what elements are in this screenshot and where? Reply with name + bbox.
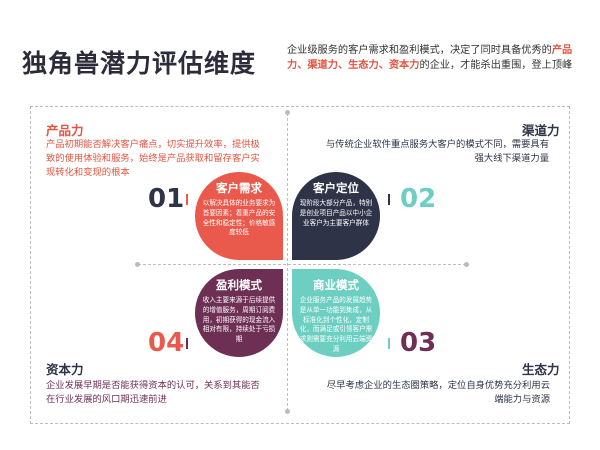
page-title: 独角兽潜力评估维度 xyxy=(22,49,257,78)
petal-profit-model-desc: 收入主要来源于后续提供的增值服务，周期订阅费用，初期获得的现金流入相对有限，持续… xyxy=(202,296,276,344)
corner-title-product: 产品力 xyxy=(46,123,84,138)
petal-customer-positioning: 客户定位 现阶段大部分产品，特别是创业项目产品以中小企业客户为主要客户群体 xyxy=(292,172,380,260)
number-04-bar xyxy=(186,338,188,349)
divider-dot-top xyxy=(285,110,290,115)
petal-customer-positioning-title: 客户定位 xyxy=(313,181,359,195)
intro-sep-2: 、 xyxy=(337,60,349,71)
petal-business-model-desc: 企业服务产品的发展趋势是从单一功能到集成，从标准化到个性化，定制化，而满足或引领… xyxy=(299,296,373,353)
number-02: 02 xyxy=(400,184,437,214)
corner-title-channel: 渠道力 xyxy=(522,123,560,138)
divider-dot-right xyxy=(464,262,469,267)
intro-prefix: 企业级服务的客户需求和盈利模式，决定了同时具备优秀的 xyxy=(287,45,552,56)
corner-desc-capital: 企业发展早期是否能获得资本的认可，关系到其能否在行业发展的风口期迅速前进 xyxy=(46,380,260,405)
petal-customer-positioning-desc: 现阶段大部分产品，特别是创业项目产品以中小企业客户为主要客户群体 xyxy=(299,199,373,227)
horizontal-divider xyxy=(138,264,466,265)
intro-suffix: 的企业，才能杀出重围，登上顶峰 xyxy=(419,60,573,71)
intro-sep-3: 、 xyxy=(378,60,389,71)
petal-customer-demand-desc: 以解决具体的业务要求为首要因素；着重产品的安全性和稳定性；价格敏感度较低 xyxy=(202,199,276,237)
dashed-frame xyxy=(30,106,570,424)
intro-sep-1: 、 xyxy=(297,60,308,71)
number-03: 03 xyxy=(400,328,437,358)
intro-highlight-capital: 资本力 xyxy=(388,60,420,71)
petal-customer-demand: 客户需求 以解决具体的业务要求为首要因素；着重产品的安全性和稳定性；价格敏感度较… xyxy=(195,172,283,260)
divider-dot-left xyxy=(135,262,140,267)
petal-profit-model-title: 盈利模式 xyxy=(216,278,262,292)
petal-business-model-title: 商业模式 xyxy=(313,278,359,292)
intro-highlight-ecology: 生态力 xyxy=(348,60,379,71)
number-02-bar xyxy=(388,194,390,205)
petal-business-model: 商业模式 企业服务产品的发展趋势是从单一功能到集成，从标准化到个性化，定制化，而… xyxy=(292,269,380,357)
number-04: 04 xyxy=(148,328,185,358)
corner-desc-ecology: 尽早考虑企业的生态圈策略，定位自身优势充分利用云端能力与资源 xyxy=(326,380,550,405)
corner-desc-channel: 与传统企业软件重点服务大客户的模式不同，需要具有强大线下渠道力量 xyxy=(325,139,549,164)
petal-profit-model: 盈利模式 收入主要来源于后续提供的增值服务，周期订阅费用，初期获得的现金流入相对… xyxy=(195,269,283,357)
number-01: 01 xyxy=(148,184,185,214)
petal-customer-demand-title: 客户需求 xyxy=(216,181,262,195)
intro-highlight-product: 产品力 xyxy=(287,45,573,71)
vertical-divider xyxy=(287,113,288,411)
corner-title-capital: 资本力 xyxy=(46,362,84,377)
divider-dot-bottom xyxy=(285,409,290,414)
corner-desc-product: 产品初期能否解决客户痛点，切实提升效率，提供极致的使用体验和服务，始终是产品获取… xyxy=(46,139,260,178)
corner-title-ecology: 生态力 xyxy=(522,362,560,377)
number-01-bar xyxy=(186,194,188,205)
intro-highlight-channel: 渠道力 xyxy=(307,60,338,71)
number-03-bar xyxy=(388,338,390,349)
intro-text: 企业级服务的客户需求和盈利模式，决定了同时具备优秀的产品力、渠道力、生态力、资本… xyxy=(287,43,583,73)
